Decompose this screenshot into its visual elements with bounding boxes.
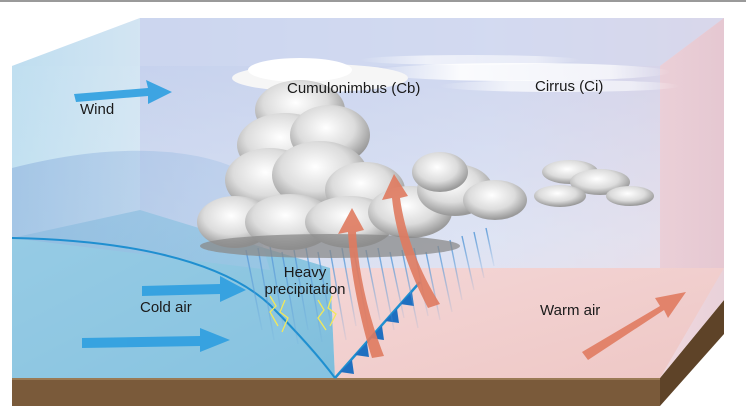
warm-air-surface (330, 268, 724, 378)
ground-side-face (660, 300, 724, 406)
cirrus-label: Cirrus (Ci) (535, 78, 604, 95)
warm-air-arrow (582, 292, 686, 360)
cold-air-arrow-1 (142, 276, 246, 302)
cold-air-dome-back (12, 150, 270, 270)
heavy-precipitation-line1: Heavy (283, 264, 327, 281)
wind-arrows (74, 80, 246, 352)
cold-front-boundary (11, 237, 336, 379)
lightning-bolts (269, 295, 337, 333)
cold-air-arrow-2 (82, 328, 230, 352)
cumulonimbus-label: Cumulonimbus (Cb) (287, 80, 421, 97)
box-top-face (12, 18, 724, 66)
heavy-precipitation-label: Heavy precipitation (250, 264, 360, 298)
updraft-arrow-right (382, 174, 440, 308)
cirrus-cloud (360, 55, 680, 92)
wind-arrow-top (74, 80, 172, 104)
cumulus-cloud-small (534, 160, 654, 207)
heavy-precipitation-line2: precipitation (264, 281, 346, 298)
top-divider (0, 0, 746, 2)
front-surface-line (334, 281, 421, 379)
wind-label: Wind (80, 101, 115, 118)
updraft-arrow-left (338, 208, 384, 358)
warm-air-label: Warm air (540, 302, 601, 319)
cold-air-label: Cold air (140, 299, 192, 316)
ground-front-face (12, 378, 660, 406)
updraft-arrows (338, 174, 686, 360)
